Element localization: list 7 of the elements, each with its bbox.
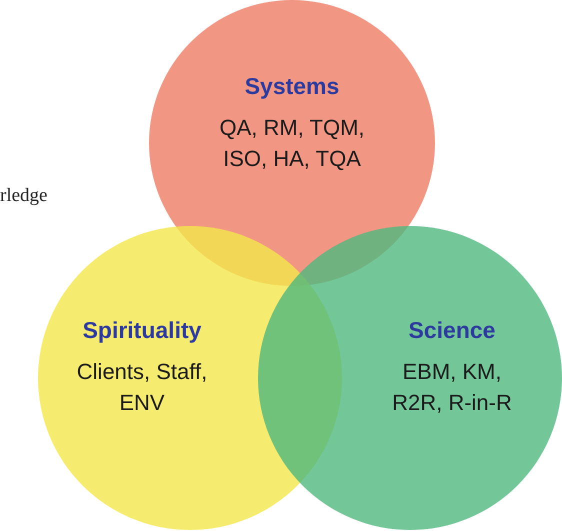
text-fragment: rledge	[0, 184, 48, 208]
circle-heading: Spirituality	[82, 316, 202, 345]
circle-heading: Science	[408, 316, 496, 345]
circle-heading: Systems	[244, 72, 340, 101]
circle-body-text: EBM, KM, R2R, R-in-R	[391, 358, 513, 417]
circle-body-text: QA, RM, TQM, ISO, HA, TQA	[218, 114, 366, 173]
circle-body-text: Clients, Staff, ENV	[76, 358, 208, 417]
